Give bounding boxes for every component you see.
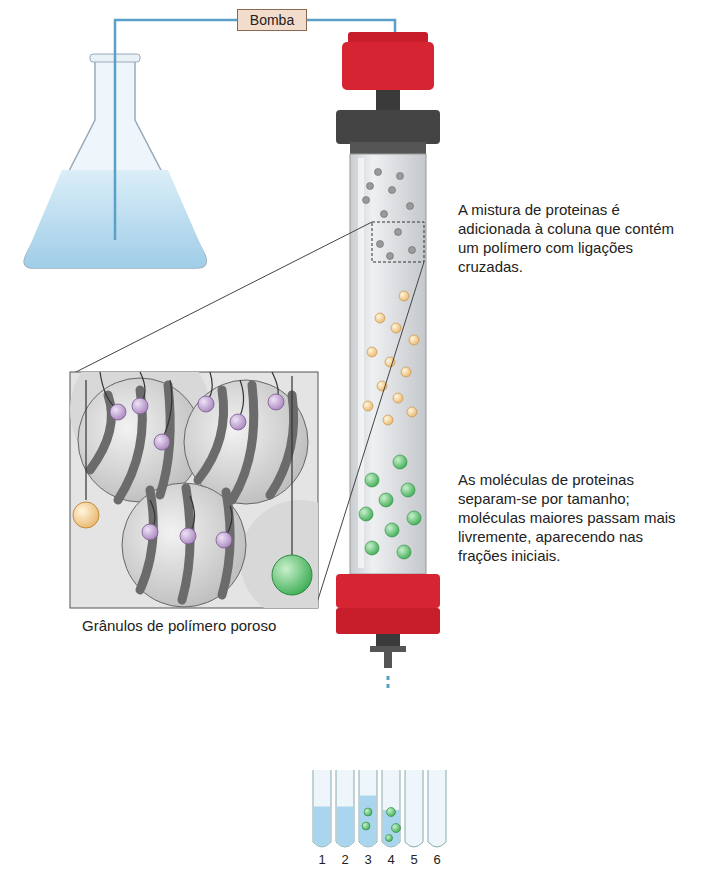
inset-caption: Grânulos de polímero poroso [82,616,322,635]
fraction-number: 4 [381,852,401,868]
fraction-number: 2 [335,852,355,868]
fraction-number: 1 [312,852,332,868]
fraction-number: 3 [358,852,378,868]
pump-label: Bomba [244,12,300,28]
annotation-text: A mistura de proteinas é adicionada à co… [458,200,694,276]
fraction-number: 5 [404,852,424,868]
annotation-text: As moléculas de proteinas separam-se por… [458,470,694,565]
fraction-number: 6 [427,852,447,868]
pump-box: Bomba [237,9,307,31]
